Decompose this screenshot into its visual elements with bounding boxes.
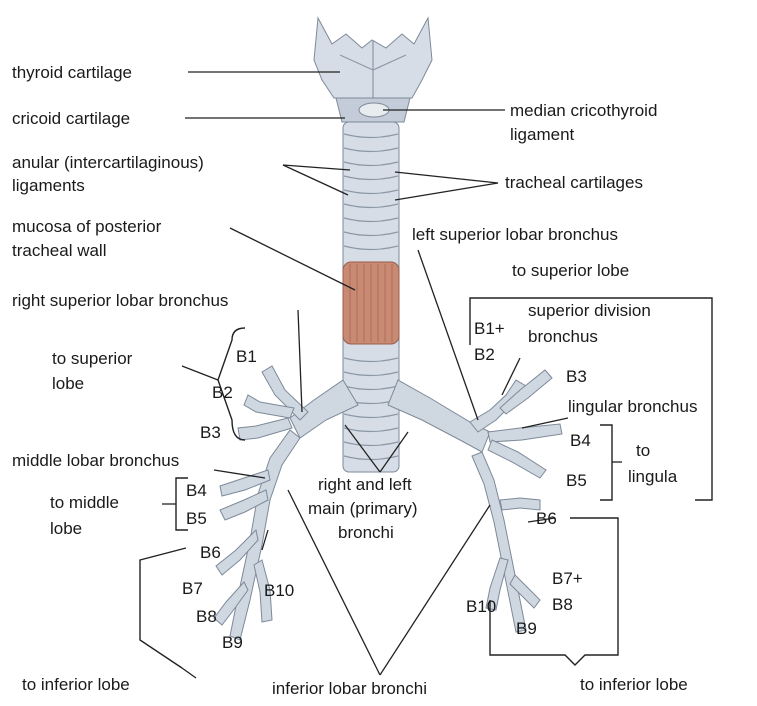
label-b1-plus: B1+ — [474, 319, 505, 338]
label-b4-left: B4 — [570, 431, 591, 450]
label-lingular-bronchus: lingular bronchus — [568, 397, 697, 416]
label-thyroid-cartilage: thyroid cartilage — [12, 63, 132, 82]
label-b2-left: B2 — [474, 345, 495, 364]
label-to-inferior-lobe-right: to inferior lobe — [22, 675, 130, 694]
label-to-lingula: to — [636, 441, 650, 460]
label-to-lingula-2: lingula — [628, 467, 678, 486]
label-left-superior-lobar-bronchus: left superior lobar bronchus — [412, 225, 618, 244]
label-mucosa: mucosa of posterior — [12, 217, 162, 236]
label-to-superior-lobe-left: to superior lobe — [512, 261, 629, 280]
label-b6-left: B6 — [536, 509, 557, 528]
label-cricoid-cartilage: cricoid cartilage — [12, 109, 130, 128]
label-b5-right: B5 — [186, 509, 207, 528]
label-to-middle: to middle — [50, 493, 119, 512]
label-main-bronchi: right and left — [318, 475, 412, 494]
label-right-superior-lobar-bronchus: right superior lobar bronchus — [12, 291, 228, 310]
label-middle-lobar-bronchus: middle lobar bronchus — [12, 451, 179, 470]
label-superior-division-2: bronchus — [528, 327, 598, 346]
label-b7-right: B7 — [182, 579, 203, 598]
label-inferior-lobar-bronchi: inferior lobar bronchi — [272, 679, 427, 698]
label-superior-division: superior division — [528, 301, 651, 320]
label-b7-plus-left: B7+ — [552, 569, 583, 588]
label-median-cricothyroid: median cricothyroid — [510, 101, 657, 120]
label-b4-right: B4 — [186, 481, 207, 500]
label-b2-right: B2 — [212, 383, 233, 402]
label-anular-ligaments-2: ligaments — [12, 176, 85, 195]
label-to-inferior-lobe-left: to inferior lobe — [580, 675, 688, 694]
label-to-superior-right: to superior — [52, 349, 133, 368]
label-b3-left: B3 — [566, 367, 587, 386]
label-b10-left: B10 — [466, 597, 496, 616]
left-main-bronchus — [388, 380, 490, 452]
label-b10-right: B10 — [264, 581, 294, 600]
label-main-bronchi-3: bronchi — [338, 523, 394, 542]
label-b6-right: B6 — [200, 543, 221, 562]
label-b8-left: B8 — [552, 595, 573, 614]
label-tracheal-cartilages: tracheal cartilages — [505, 173, 643, 192]
label-to-middle-2: lobe — [50, 519, 82, 538]
label-b5-left: B5 — [566, 471, 587, 490]
label-b3-right: B3 — [200, 423, 221, 442]
label-median-cricothyroid-2: ligament — [510, 125, 575, 144]
label-b9-left: B9 — [516, 619, 537, 638]
trachea — [343, 122, 399, 472]
label-b8-right: B8 — [196, 607, 217, 626]
label-anular-ligaments: anular (intercartilaginous) — [12, 153, 204, 172]
label-b9-right: B9 — [222, 633, 243, 652]
label-mucosa-2: tracheal wall — [12, 241, 107, 260]
label-to-superior-right-2: lobe — [52, 374, 84, 393]
label-b1-right: B1 — [236, 347, 257, 366]
label-main-bronchi-2: main (primary) — [308, 499, 418, 518]
